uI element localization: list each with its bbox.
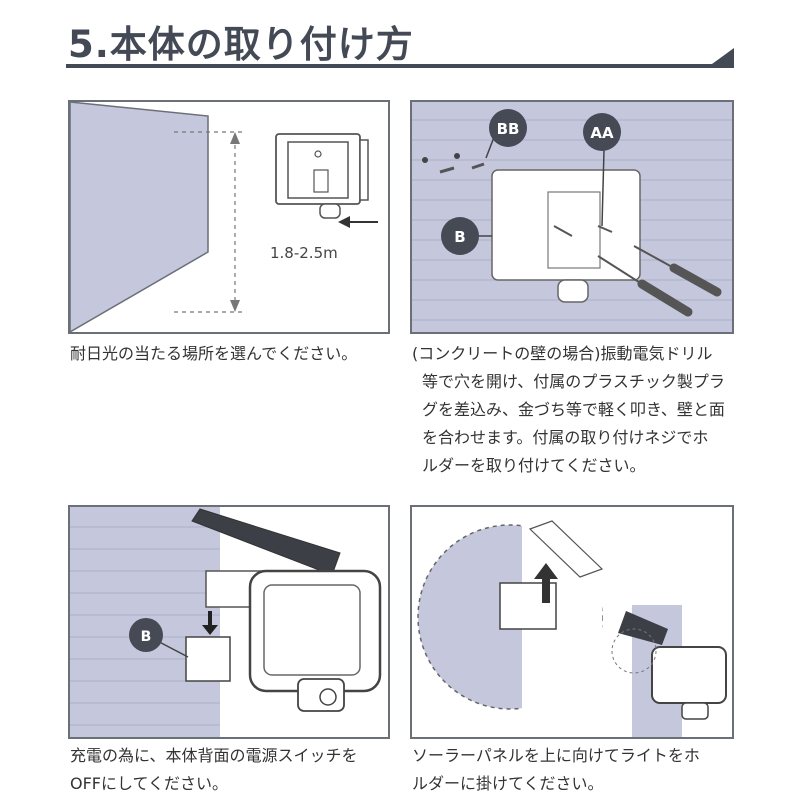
solar-panel-icon [618, 611, 668, 645]
step-2-caption-line: (コンクリートの壁の場合)振動電気ドリル [412, 344, 713, 363]
page-title: 5.本体の取り付け方 [68, 23, 414, 66]
wall-plug-icon [471, 162, 485, 170]
callout-bb-label: BB [497, 120, 520, 138]
holder-bracket-icon [275, 133, 369, 219]
step-2-svg: BB AA B [412, 109, 732, 321]
step-3-caption-line: 充電の為に、本体背面の電源スイッチを [70, 746, 358, 765]
screw-icon [597, 225, 613, 233]
drill-hole-icon [454, 153, 460, 159]
screwdriver-icon [597, 255, 693, 317]
detail-source-circle [611, 628, 657, 674]
drill-hole-icon [422, 157, 428, 163]
page-header: 5.本体の取り付け方 [66, 6, 734, 70]
step-2-caption: (コンクリートの壁の場合)振動電気ドリル 等で穴を開け、付属のプラスチック製プラ… [412, 340, 742, 480]
step-1-illustration: 1.8-2.5m [68, 100, 390, 334]
callout-bb [489, 109, 527, 147]
callout-leader-aa [601, 149, 605, 227]
step-3-svg: B [70, 507, 388, 737]
solar-panel-icon [191, 508, 341, 576]
step-1-caption: 耐日光の当たる場所を選んでください。 [70, 340, 400, 368]
step-3-illustration: B [68, 505, 390, 739]
callout-b [441, 217, 479, 255]
detail-solar-arm [528, 520, 604, 578]
title-underline-cap [712, 48, 734, 64]
screwdriver-icon [633, 245, 722, 297]
height-arrow-down [230, 300, 240, 312]
callout-b-label: B [141, 629, 152, 645]
step-2-caption-line: ルダーを取り付けてください。 [422, 456, 646, 475]
wall-area [70, 102, 209, 332]
screw-icon [553, 225, 573, 237]
up-arrow-icon [534, 563, 558, 603]
callout-b [129, 618, 163, 652]
step-2-caption-line: グを差込み、金づち等で軽く叩き、壁と面 [422, 400, 725, 419]
step-4-svg [412, 507, 732, 737]
step-2-illustration: BB AA B [410, 100, 734, 334]
callout-aa-label: AA [590, 124, 614, 142]
device-body [185, 636, 231, 682]
step-4-caption-line: ソーラーパネルを上に向けてライトをホ [412, 746, 700, 765]
height-arrow-up [230, 132, 240, 144]
floodlight-icon [651, 646, 727, 720]
title-underline [66, 64, 734, 68]
step-3-caption: 充電の為に、本体背面の電源スイッチを OFFにしてください。 [70, 742, 400, 798]
callout-b-label: B [454, 228, 465, 246]
height-label: 1.8-2.5m [270, 244, 338, 262]
switch-arrow [202, 611, 218, 635]
step-4-illustration [410, 505, 734, 739]
step-2-caption-line: 等で穴を開け、付属のプラスチック製プラ [422, 372, 725, 391]
step-4-caption: ソーラーパネルを上に向けてライトをホ ルダーに掛けてください。 [412, 742, 742, 798]
step-1-svg: 1.8-2.5m [70, 102, 378, 332]
step-2-caption-line: を合わせます。付属の取り付けネジでホ [422, 428, 709, 447]
wall-plug-icon [439, 166, 455, 174]
insert-arrow-head [338, 216, 350, 228]
callout-aa [583, 113, 621, 151]
floodlight-icon [248, 569, 382, 712]
holder-bracket-b-icon [491, 169, 641, 303]
step-3-caption-line: OFFにしてください。 [70, 774, 229, 793]
step-1-caption-line: 耐日光の当たる場所を選んでください。 [70, 344, 358, 363]
step-4-caption-line: ルダーに掛けてください。 [412, 774, 604, 793]
